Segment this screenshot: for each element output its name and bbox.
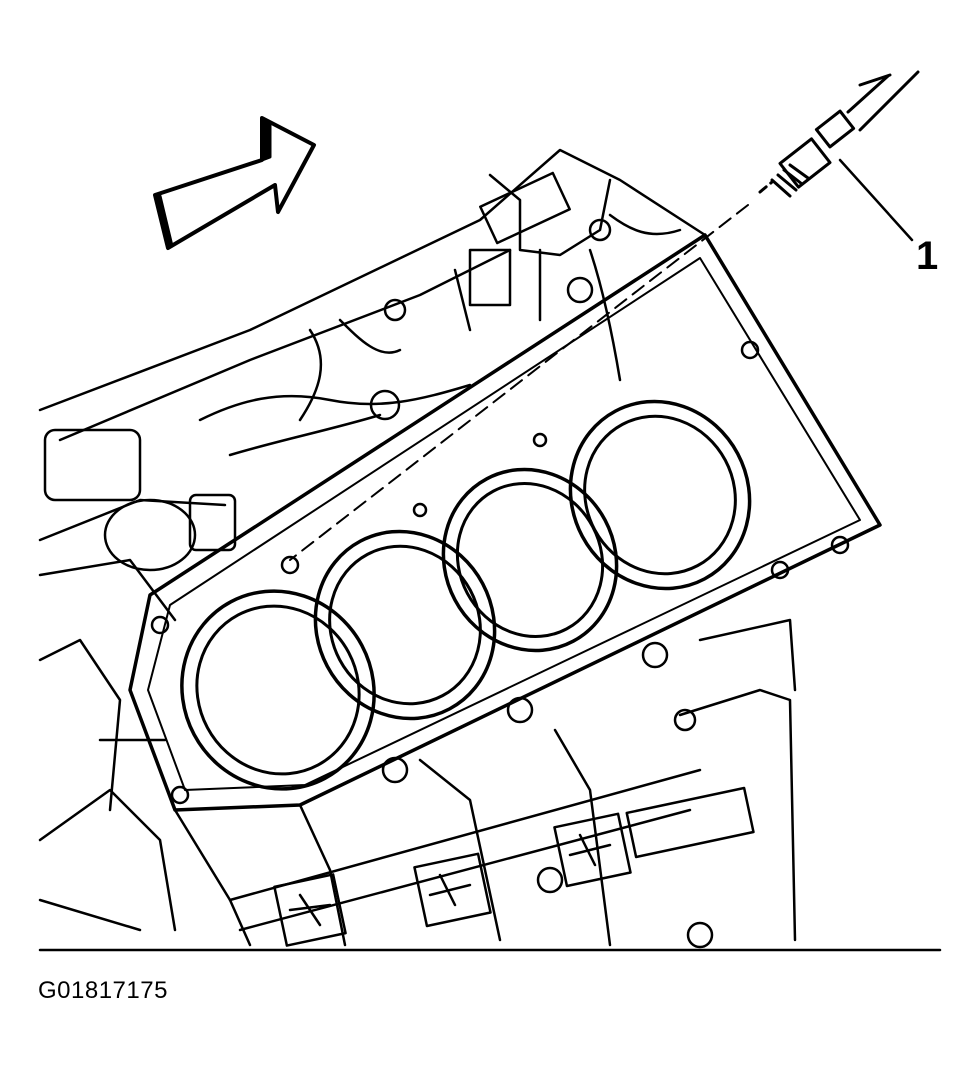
callout-label-1: 1 <box>916 234 939 278</box>
engine-block-illustration <box>38 70 942 952</box>
engine-front <box>38 428 237 932</box>
bolt-holes <box>150 340 850 805</box>
engine-deck <box>128 233 882 812</box>
direction-arrow-icon <box>153 116 316 250</box>
figure-id: G01817175 <box>38 977 168 1004</box>
sensor-icon <box>758 70 920 198</box>
install-line <box>289 204 749 561</box>
engine-valley <box>38 148 707 457</box>
cylinder-bores <box>180 399 752 791</box>
callout-leader-line <box>838 158 914 242</box>
engine-lower-block <box>38 618 942 952</box>
